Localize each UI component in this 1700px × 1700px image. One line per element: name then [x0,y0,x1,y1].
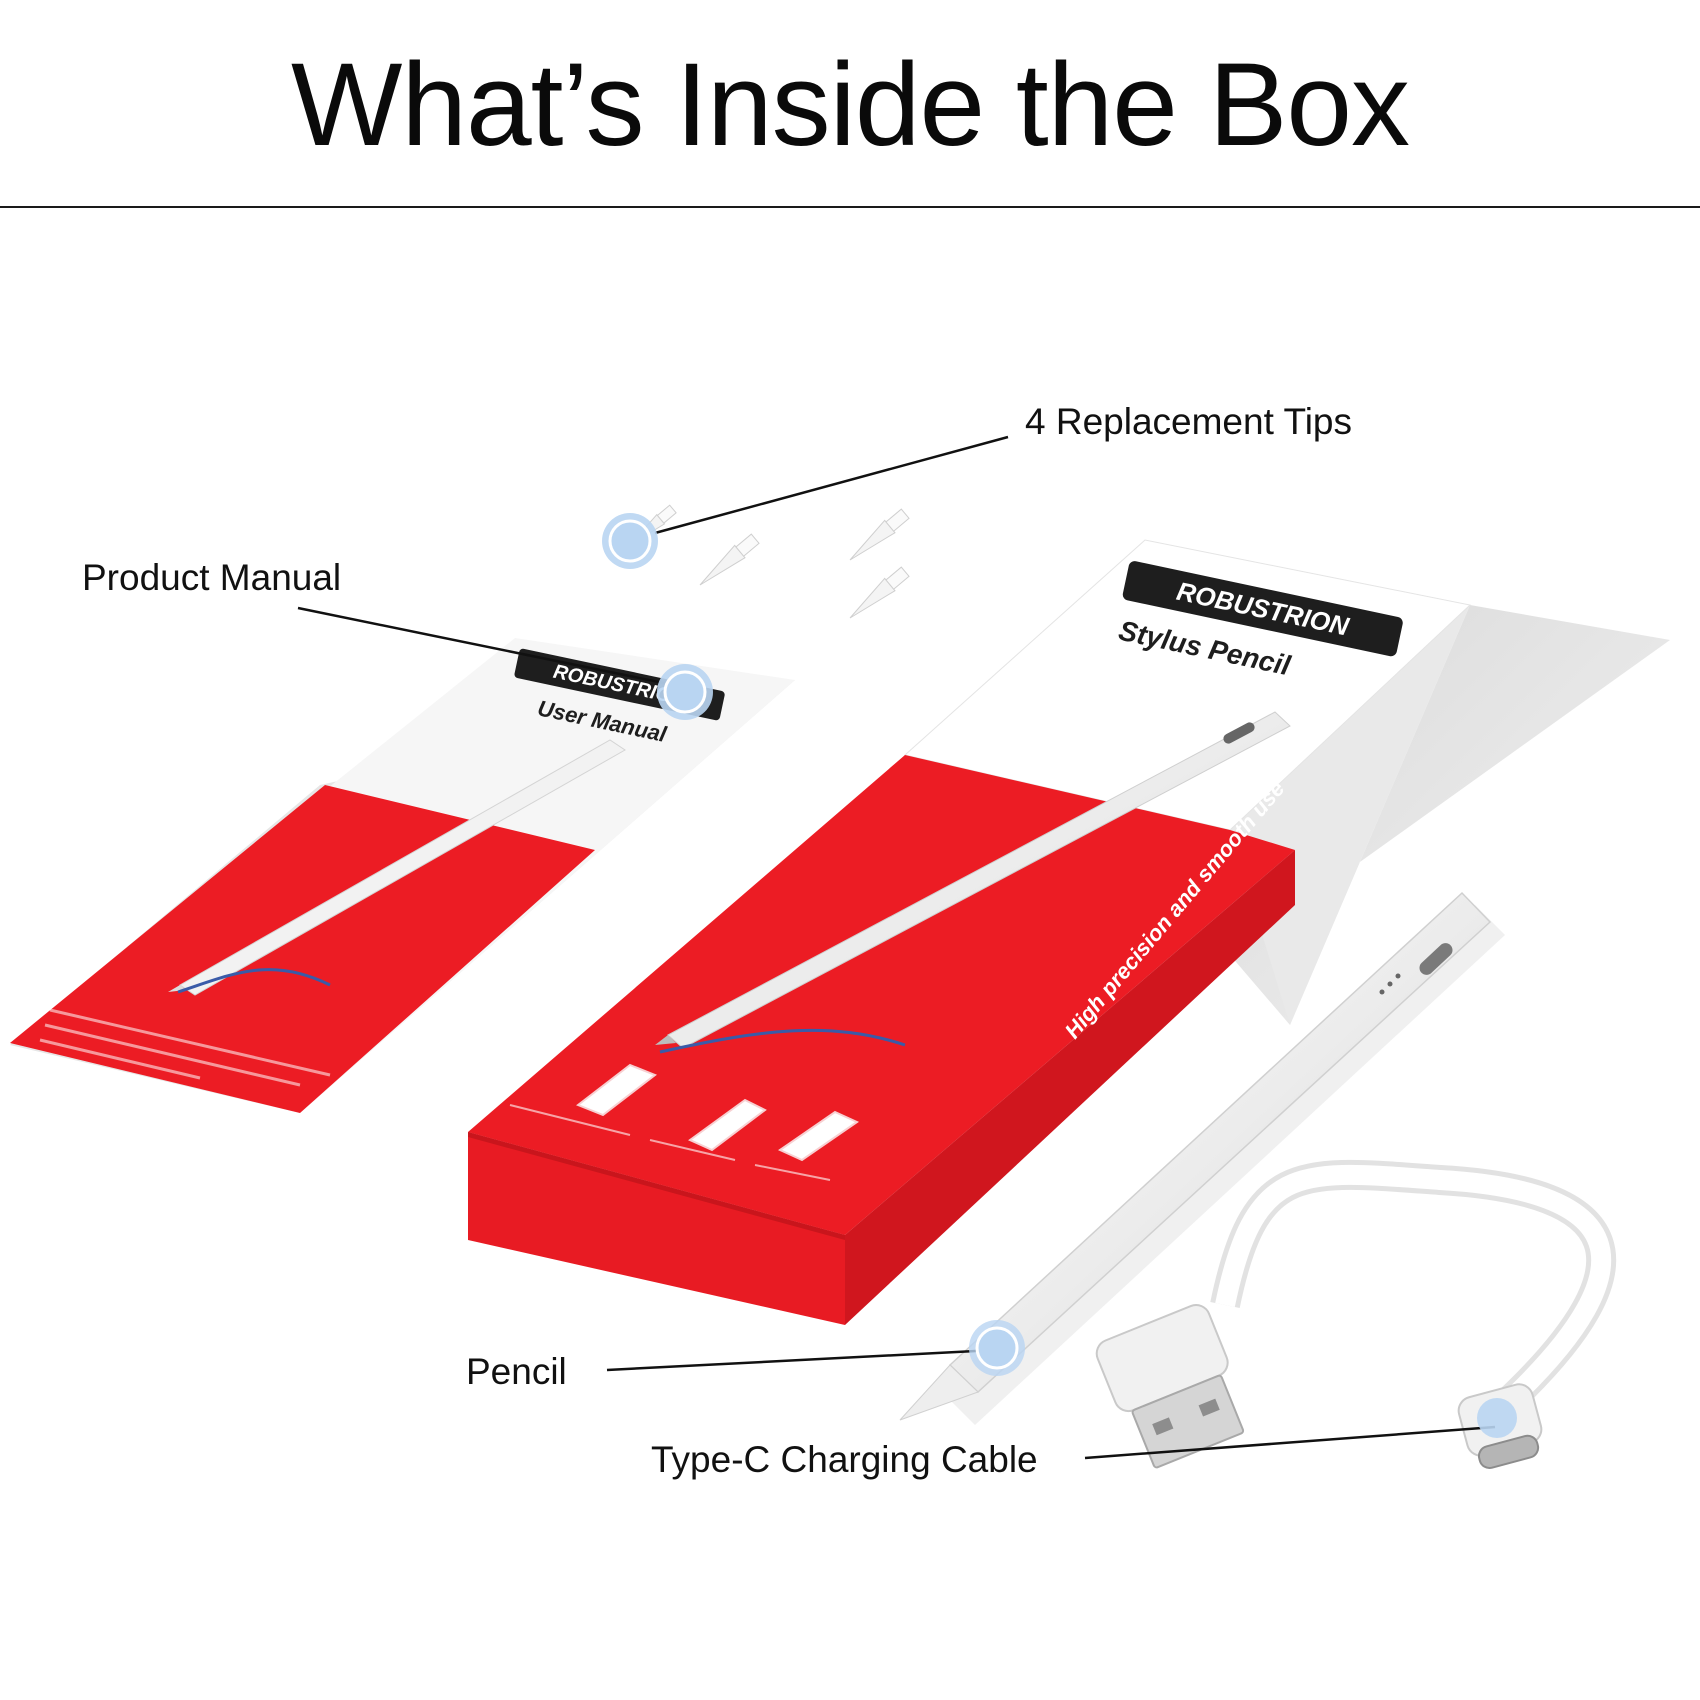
callout-markers [602,513,1517,1438]
callout-pencil: Pencil [466,1351,567,1392]
user-manual: ROBUSTRION User Manual [10,638,795,1113]
box-brand-bar [1122,561,1403,657]
manual-leader-line [297,606,689,690]
stylus-pencil [899,891,1505,1425]
cable-leader-line [1084,1425,1496,1460]
callout-charging-cable: Type-C Charging Cable [651,1439,1038,1480]
tips-marker [602,513,658,569]
header-divider [0,206,1700,208]
stylus-box: ROBUSTRION Stylus Pencil High precision … [468,539,1670,1325]
callout-product-manual: Product Manual [82,557,342,598]
callout-replacement-tips: 4 Replacement Tips [1025,401,1353,442]
page-title: What’s Inside the Box [290,39,1410,171]
pencil-leader-line [606,1348,996,1372]
manual-marker [657,664,713,720]
charging-cable [1095,1159,1617,1470]
tips-leader-line [654,435,1009,535]
replacement-tips [629,504,910,619]
callout-lines [297,435,1496,1460]
cable-marker [1477,1398,1517,1438]
pencil-marker [969,1320,1025,1376]
